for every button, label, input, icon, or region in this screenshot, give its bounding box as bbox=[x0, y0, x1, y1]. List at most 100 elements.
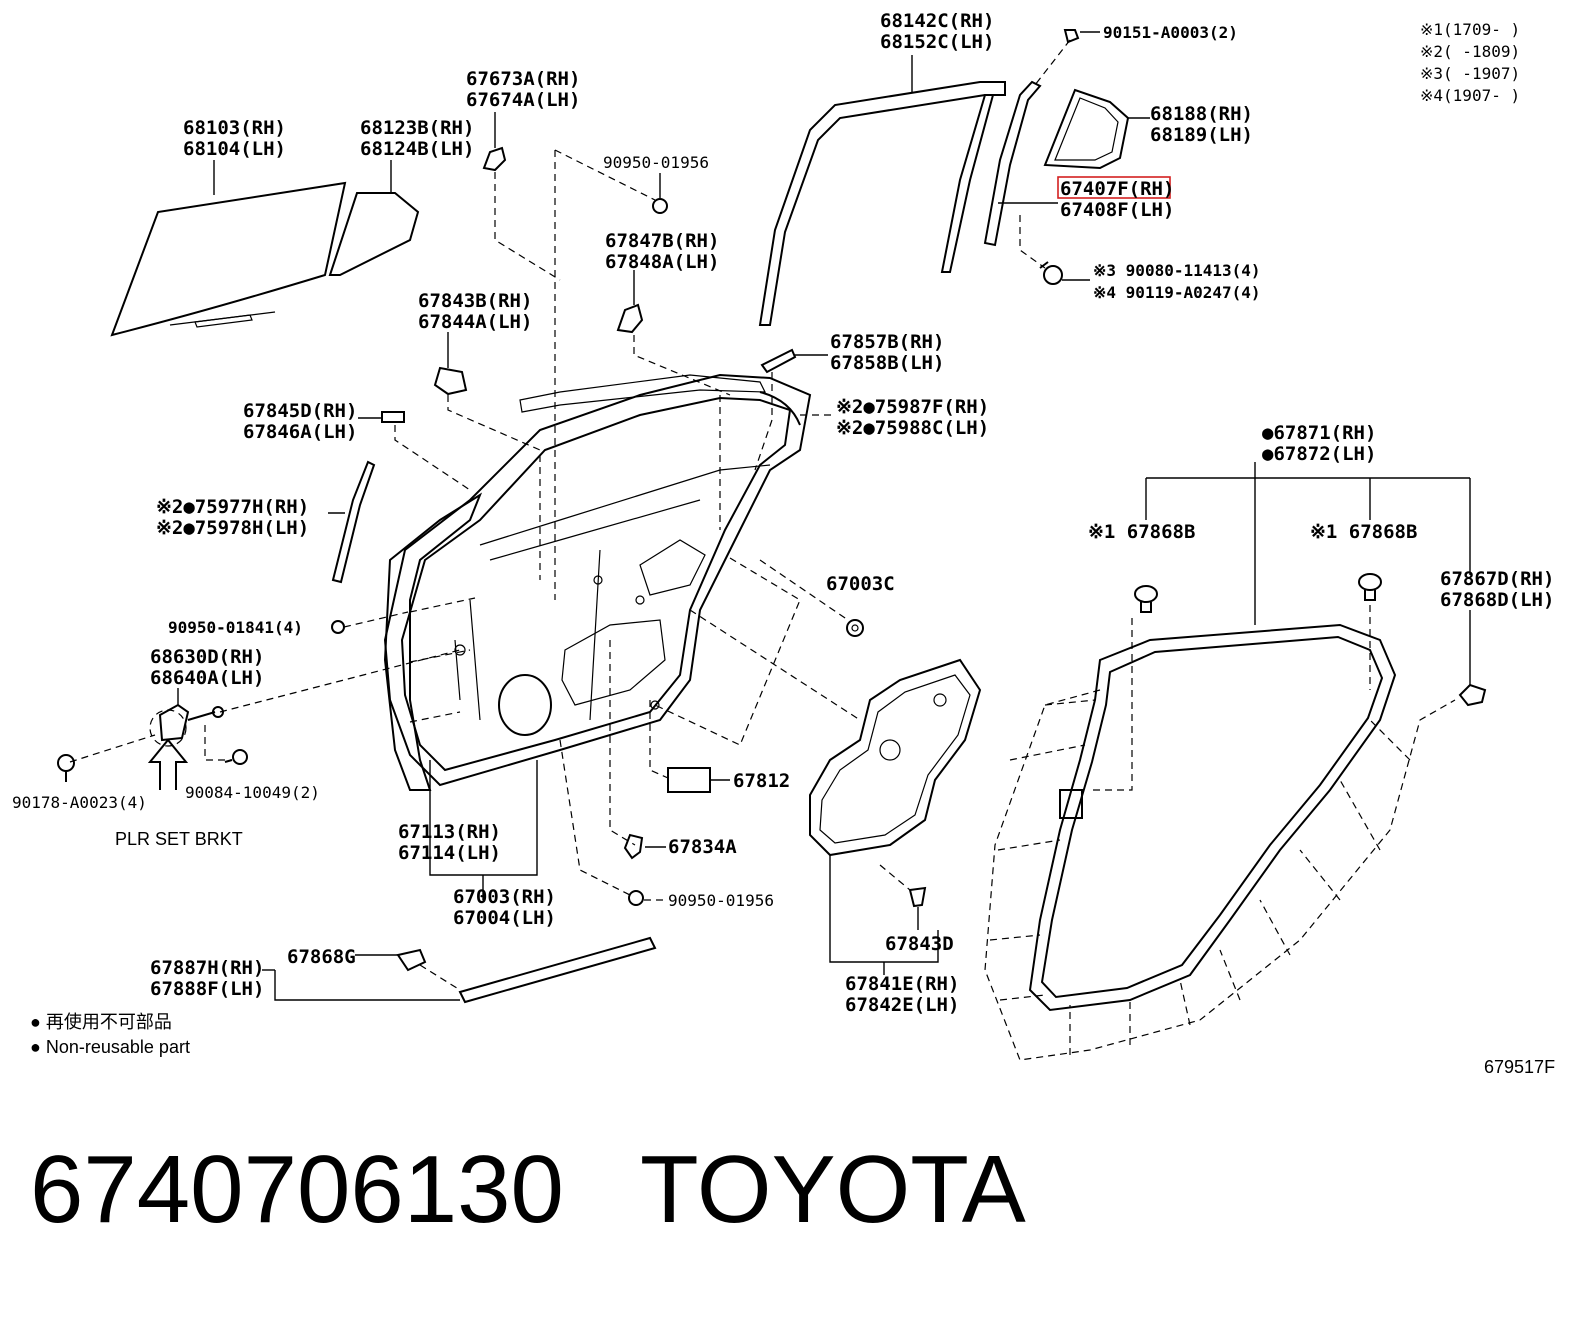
label-90950-01956-top: 90950-01956 bbox=[603, 153, 709, 172]
clip-67673-icon bbox=[482, 146, 507, 172]
run-channel-part bbox=[758, 81, 1006, 326]
label-67868b-right: ※1 67868B bbox=[1310, 521, 1417, 543]
clip-67867d-icon bbox=[1458, 683, 1487, 707]
nut-67003c-icon bbox=[846, 619, 864, 637]
label-90080: ※3 90080-11413(4) bbox=[1093, 261, 1261, 280]
label-67674a: 67674A(LH) bbox=[466, 89, 580, 111]
label-67812: 67812 bbox=[733, 770, 790, 792]
label-plr-set-brkt: PLR SET BRKT bbox=[115, 829, 243, 849]
label-67887h: 67887H(RH) bbox=[150, 957, 264, 979]
weatherstrip-part bbox=[1028, 623, 1397, 1012]
label-67843d: 67843D bbox=[885, 933, 954, 955]
clip-67868b-right-icon bbox=[1358, 573, 1382, 601]
door-panel-part bbox=[383, 373, 812, 787]
label-75988c: ※2●75988C(LH) bbox=[836, 417, 989, 439]
label-67673a: 67673A(RH) bbox=[466, 68, 580, 90]
label-68103: 68103(RH) bbox=[183, 117, 286, 139]
clip-67868g-icon bbox=[396, 948, 427, 972]
label-68189: 68189(LH) bbox=[1150, 124, 1253, 146]
label-68630d: 68630D(RH) bbox=[150, 646, 264, 668]
clip-67834-icon bbox=[623, 833, 644, 860]
label-67858b: 67858B(LH) bbox=[830, 352, 944, 374]
label-67003: 67003(RH) bbox=[453, 886, 556, 908]
label-67844a: 67844A(LH) bbox=[418, 311, 532, 333]
label-75978h: ※2●75978H(LH) bbox=[156, 517, 309, 539]
label-75987f: ※2●75987F(RH) bbox=[836, 396, 989, 418]
label-67867d: 67867D(RH) bbox=[1440, 568, 1554, 590]
bolt-90178-icon bbox=[57, 754, 75, 782]
division-bar-part bbox=[983, 80, 1042, 247]
diagram-id: 679517F bbox=[1484, 1057, 1555, 1077]
label-67003c: 67003C bbox=[826, 573, 895, 595]
label-67834a: 67834A bbox=[668, 836, 737, 858]
label-68123b: 68123B(RH) bbox=[360, 117, 474, 139]
hinge-67847-icon bbox=[616, 303, 644, 334]
label-67847b: 67847B(RH) bbox=[605, 230, 719, 252]
label-67114: 67114(LH) bbox=[398, 842, 501, 864]
label-67004: 67004(LH) bbox=[453, 907, 556, 929]
pad-67812-part bbox=[667, 767, 711, 793]
label-68104: 68104(LH) bbox=[183, 138, 286, 160]
moulding-75977-part bbox=[331, 460, 376, 584]
note-2: ※2( -1809) bbox=[1420, 42, 1520, 61]
label-90119: ※4 90119-A0247(4) bbox=[1093, 283, 1261, 302]
note-4: ※4(1907- ) bbox=[1420, 86, 1520, 105]
label-90178: 90178-A0023(4) bbox=[12, 793, 147, 812]
label-90950-01841: 90950-01841(4) bbox=[168, 618, 303, 637]
label-68124b: 68124B(LH) bbox=[360, 138, 474, 160]
label-67868b-left: ※1 67868B bbox=[1088, 521, 1195, 543]
label-68640a: 68640A(LH) bbox=[150, 667, 264, 689]
label-68142c: 68142C(RH) bbox=[880, 10, 994, 32]
label-67843b: 67843B(RH) bbox=[418, 290, 532, 312]
label-67113: 67113(RH) bbox=[398, 821, 501, 843]
clip-67857-icon bbox=[760, 348, 797, 374]
door-outer-skin-part bbox=[383, 492, 483, 791]
legend-english: ● Non-reusable part bbox=[30, 1037, 190, 1057]
door-stopper-part bbox=[149, 703, 224, 747]
bolt-icon bbox=[1039, 261, 1063, 285]
label-75977h: ※2●75977H(RH) bbox=[156, 496, 309, 518]
belt-moulding-part bbox=[458, 936, 657, 1004]
arrow-up-icon bbox=[147, 738, 189, 790]
legend-japanese: ● 再使用不可部品 bbox=[30, 1012, 172, 1032]
bolt-90084-icon bbox=[224, 749, 248, 765]
label-67868d: 67868D(LH) bbox=[1440, 589, 1554, 611]
bracket-67843-icon bbox=[433, 366, 468, 396]
nut-90950-01841-icon bbox=[331, 620, 345, 634]
label-90151: 90151-A0003(2) bbox=[1103, 23, 1238, 42]
quarter-window-part bbox=[1043, 88, 1130, 170]
label-67868g: 67868G bbox=[287, 946, 356, 968]
date-notes: ※1(1709- ) ※2( -1809) ※3( -1907) ※4(1907… bbox=[1420, 20, 1520, 105]
label-68152c: 68152C(LH) bbox=[880, 31, 994, 53]
service-hole-cover-part bbox=[809, 658, 982, 857]
legend: ● 再使用不可部品 ● Non-reusable part bbox=[30, 1012, 190, 1057]
highlight-67407f bbox=[1057, 176, 1171, 199]
moulding-75987-part bbox=[759, 391, 801, 426]
label-67407f: 67407F(RH) bbox=[1060, 178, 1174, 200]
brand-name: TOYOTA bbox=[640, 1136, 1026, 1243]
label-67846a: 67846A(LH) bbox=[243, 421, 357, 443]
label-68188: 68188(RH) bbox=[1150, 103, 1253, 125]
label-67871: ●67871(RH) bbox=[1262, 422, 1376, 444]
quarter-glass-part bbox=[328, 192, 420, 276]
nut-90950-01956-bottom-icon bbox=[628, 890, 644, 906]
label-67857b: 67857B(RH) bbox=[830, 331, 944, 353]
label-67848a: 67848A(LH) bbox=[605, 251, 719, 273]
clip-67845-icon bbox=[381, 411, 405, 423]
part-number: 6740706130 bbox=[30, 1136, 564, 1243]
note-3: ※3( -1907) bbox=[1420, 64, 1520, 83]
clip-67868b-left-icon bbox=[1134, 585, 1158, 613]
label-67842e: 67842E(LH) bbox=[845, 994, 959, 1016]
label-67841e: 67841E(RH) bbox=[845, 973, 959, 995]
label-67888f: 67888F(LH) bbox=[150, 978, 264, 1000]
screw-icon bbox=[1063, 29, 1080, 44]
clip-67843d-icon bbox=[908, 886, 927, 908]
note-1: ※1(1709- ) bbox=[1420, 20, 1520, 39]
door-glass-part bbox=[110, 181, 347, 337]
label-67845d: 67845D(RH) bbox=[243, 400, 357, 422]
nut-icon bbox=[652, 198, 668, 214]
label-90084: 90084-10049(2) bbox=[185, 783, 320, 802]
label-90950-01956-bottom: 90950-01956 bbox=[668, 891, 774, 910]
label-67408f: 67408F(LH) bbox=[1060, 199, 1174, 221]
